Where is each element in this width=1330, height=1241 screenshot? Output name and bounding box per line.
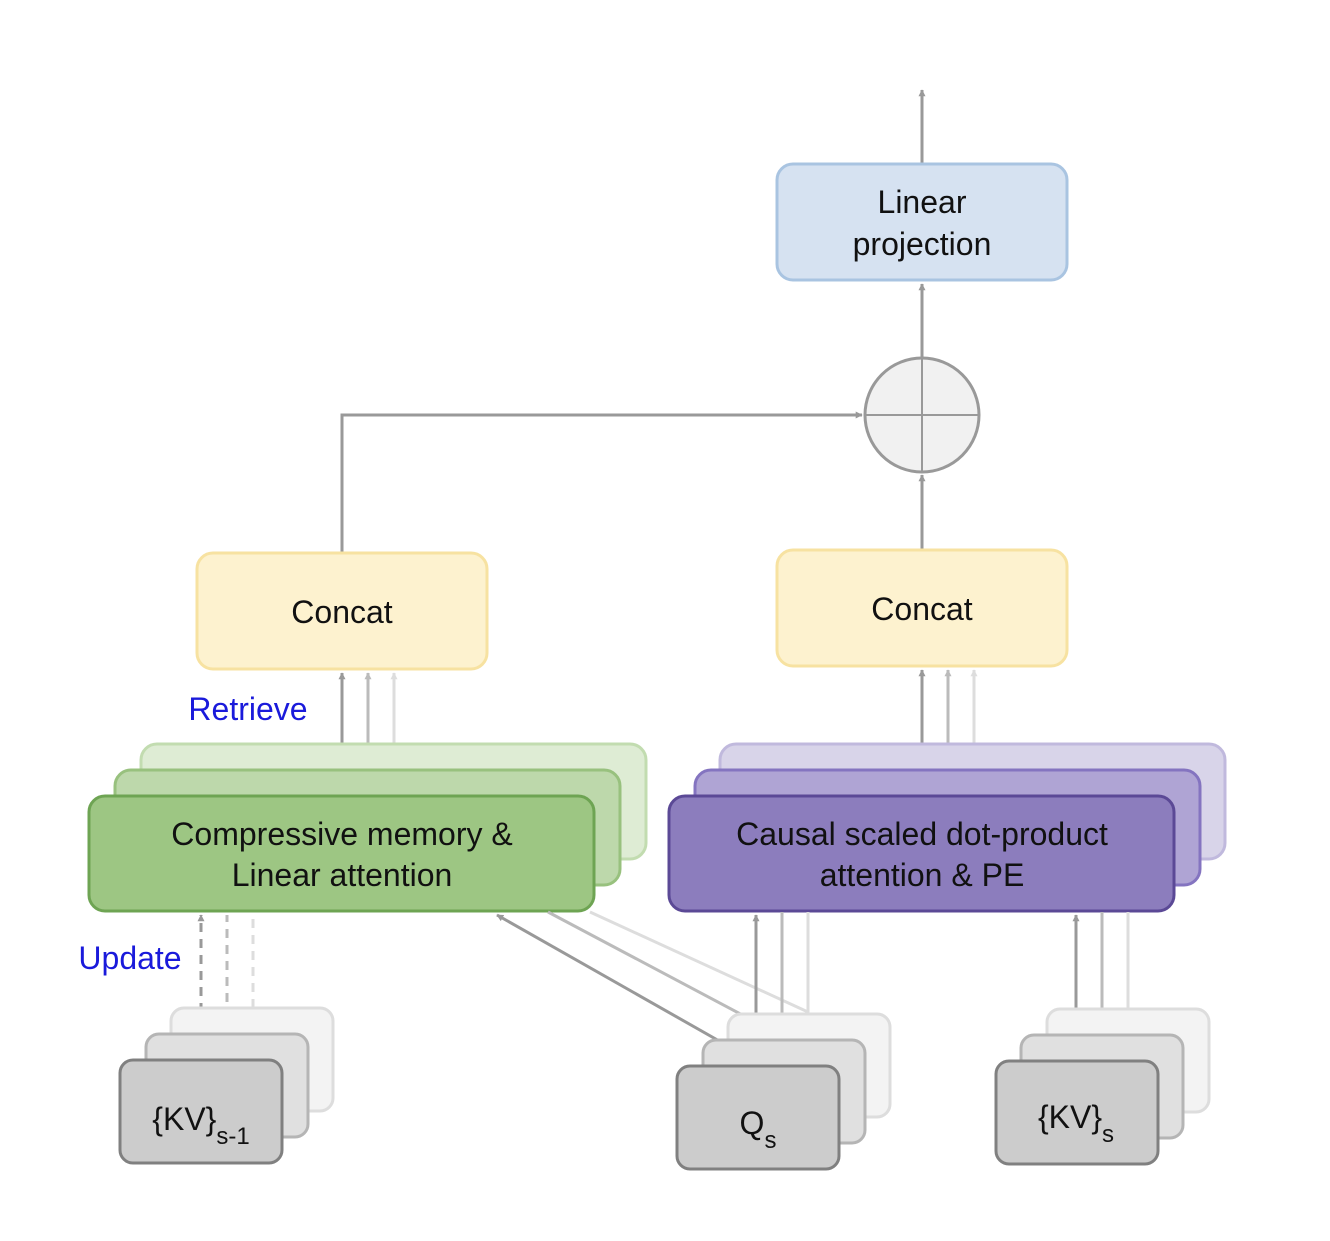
update-label: Update xyxy=(78,940,181,976)
compressive-memory-label-line1: Compressive memory & xyxy=(171,816,512,852)
compressive-memory-stack: Compressive memory & Linear attention xyxy=(87,742,648,913)
concat-left-box: Concat xyxy=(195,551,489,671)
linear-projection-box: Linear projection xyxy=(775,162,1069,282)
query-label: Qs xyxy=(740,1105,777,1154)
concat-left-label: Concat xyxy=(291,594,393,630)
left-concat-to-sum-arrow xyxy=(340,411,863,552)
query-to-memory-arrow-1 xyxy=(496,913,759,1065)
kv-prev-stack: {KV}s-1 xyxy=(118,1006,335,1165)
circle-plus-icon xyxy=(863,356,981,474)
kv-curr-label: {KV}s xyxy=(1038,1099,1114,1148)
causal-attention-label-line2: attention & PE xyxy=(820,857,1025,893)
retrieve-label: Retrieve xyxy=(188,691,307,727)
linear-projection-label-line1: Linear xyxy=(878,184,967,220)
concat-right-box: Concat xyxy=(775,548,1069,668)
linear-projection-label-line2: projection xyxy=(853,226,992,262)
query-to-memory-arrow-3 xyxy=(589,910,809,1014)
kv-prev-label: {KV}s-1 xyxy=(152,1101,249,1150)
causal-attention-label-line1: Causal scaled dot-product xyxy=(736,816,1108,852)
compressive-memory-label-line2: Linear attention xyxy=(232,857,453,893)
causal-attention-stack: Causal scaled dot-product attention & PE xyxy=(667,742,1227,913)
concat-right-label: Concat xyxy=(871,591,973,627)
query-stack: Qs xyxy=(675,1012,892,1171)
kv-curr-stack: {KV}s xyxy=(994,1007,1211,1166)
